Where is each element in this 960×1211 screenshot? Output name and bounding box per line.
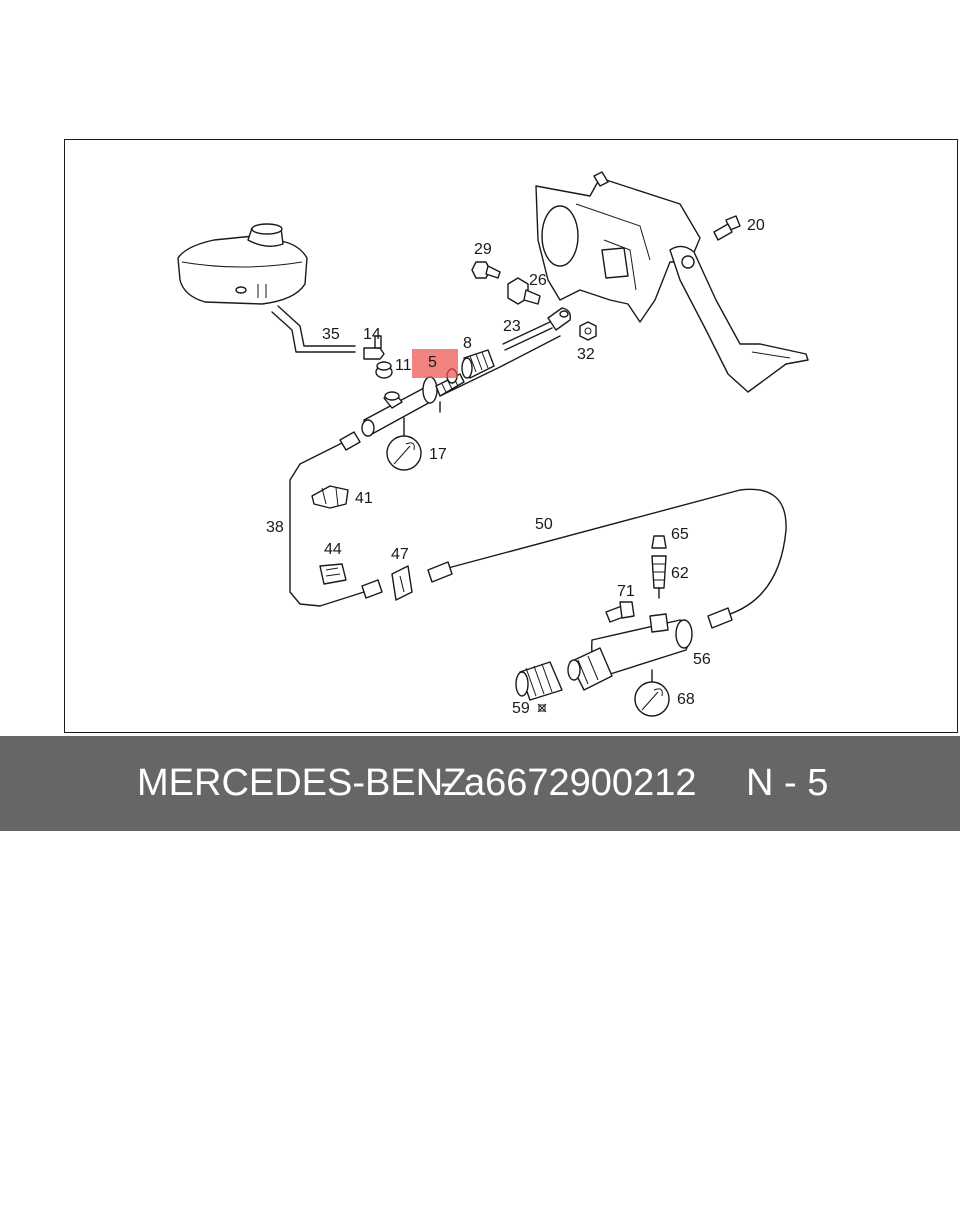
dust-boot[interactable]: [461, 349, 495, 379]
wrench-icon-68: [634, 669, 670, 717]
bolt-71[interactable]: [605, 601, 635, 623]
nut-26[interactable]: [507, 277, 541, 305]
callout-8: 8: [463, 335, 472, 352]
callout-62: 62: [671, 565, 689, 582]
callout-5: 5: [428, 354, 437, 371]
callout-14: 14: [363, 326, 381, 343]
caption-bar: MERCEDES-BENZ - a6672900212 N - 5: [0, 736, 960, 831]
hydraulic-line-50[interactable]: [427, 488, 787, 629]
callout-35: 35: [322, 326, 340, 343]
callout-59: 59: [512, 700, 530, 717]
caption-separator: -: [440, 762, 453, 804]
hydraulic-line-38[interactable]: [289, 431, 383, 607]
callout-41: 41: [355, 490, 373, 507]
reservoir-hose[interactable]: [271, 305, 356, 353]
callout-26: 26: [529, 272, 547, 289]
bolt-20[interactable]: [713, 215, 741, 241]
callout-11: 11: [395, 357, 412, 374]
callout-50: 50: [535, 516, 553, 533]
callout-65: 65: [671, 526, 689, 543]
callout-71: 71: [617, 583, 635, 600]
bracket-47[interactable]: [391, 565, 413, 601]
hose-connector[interactable]: [363, 335, 385, 360]
callout-17: 17: [429, 446, 447, 463]
callout-68: 68: [677, 691, 695, 708]
callout-20: 20: [747, 217, 765, 234]
part-highlight: [412, 349, 458, 378]
clutch-diagram: 35 14 11 5 8 23 29 26 32 20 17 41 38 50 …: [177, 171, 809, 717]
callout-38: 38: [266, 519, 284, 536]
callouts: 35 14 11 5 8 23 29 26 32 20 17 41 38 50 …: [266, 217, 765, 717]
callout-23: 23: [503, 318, 521, 335]
callout-29: 29: [474, 241, 492, 258]
bleed-cap[interactable]: [651, 535, 667, 549]
seal-grommet[interactable]: [375, 361, 393, 379]
slave-boot[interactable]: [515, 661, 563, 701]
reference-marker-icon: [537, 703, 547, 713]
callout-47: 47: [391, 546, 409, 563]
clutch-pedal[interactable]: [669, 245, 809, 393]
push-rod[interactable]: [439, 307, 572, 397]
clutch-slave-cylinder[interactable]: [567, 613, 693, 691]
clutch-master-cylinder[interactable]: [361, 368, 465, 437]
callout-56: 56: [693, 651, 711, 668]
caption-brand: MERCEDES-BENZ: [137, 762, 467, 804]
diagram-frame: [64, 139, 958, 733]
wrench-icon: [386, 417, 422, 471]
nut-32[interactable]: [579, 321, 597, 341]
pedal-bracket[interactable]: [535, 171, 701, 323]
clip-41[interactable]: [311, 485, 349, 509]
caption-position: N - 5: [746, 762, 829, 804]
bleed-screw[interactable]: [651, 555, 667, 599]
callout-32: 32: [577, 346, 595, 363]
caption-part-number: a6672900212: [464, 762, 697, 804]
callout-44: 44: [324, 541, 342, 558]
clip-44[interactable]: [319, 563, 347, 585]
bolt-29[interactable]: [471, 261, 501, 279]
fluid-reservoir[interactable]: [177, 223, 308, 305]
